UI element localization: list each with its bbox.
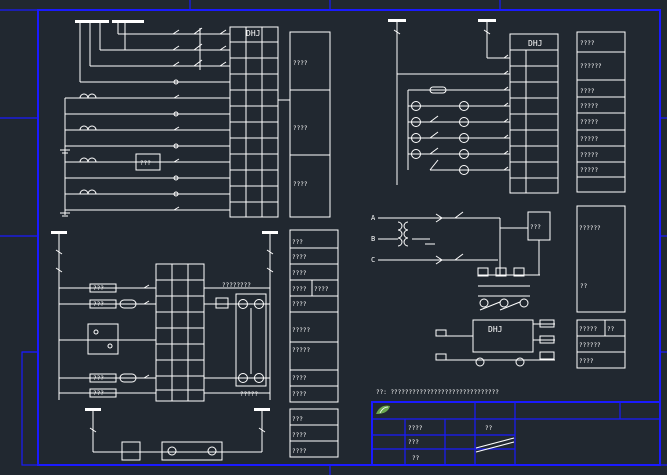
tl-col-label-3: ???? xyxy=(293,181,308,188)
bl-top-label: ???????? xyxy=(222,282,251,289)
top-right-circuit: DHJ ???? ?????? ???? ????? ????? ????? ?… xyxy=(388,19,626,194)
bottom-left-circuit: ??? ??? ??? ??? ???????? ????? xyxy=(51,229,339,461)
bl-label-1: ??? xyxy=(93,285,104,292)
bl-col-label-6: ???? xyxy=(292,301,307,308)
tr-col-label-7: ????? xyxy=(580,152,598,159)
bl-col-label-2: ???? xyxy=(292,254,307,261)
br-col1-label-b: ?? xyxy=(580,283,588,290)
phase-b-label: B xyxy=(371,235,375,243)
top-right-relay-label: DHJ xyxy=(528,39,542,48)
tr-col-label-8: ????? xyxy=(580,167,598,174)
bl-col-label-9: ???? xyxy=(292,375,307,382)
bl-col-label-5: ???? xyxy=(314,286,329,293)
bl-col-label-7: ????? xyxy=(292,327,310,334)
tl-box-label: ??? xyxy=(140,160,151,167)
top-left-circuit: ??? DHJ ???? ???? ???? xyxy=(60,20,331,218)
tr-col-label-3: ???? xyxy=(580,88,595,95)
bl-col-label-4: ???? xyxy=(292,286,307,293)
bl-col-label-3: ???? xyxy=(292,270,307,277)
tr-col-label-5: ????? xyxy=(580,119,598,126)
br-col2-label-3: ???? xyxy=(579,358,594,365)
br-col2-label-1: ????? xyxy=(579,326,597,333)
bl-label-4: ??? xyxy=(93,390,104,397)
tr-col-label-1: ???? xyxy=(580,40,595,47)
br-col2-label-2: ?????? xyxy=(579,342,601,349)
title-block-r4: ?? xyxy=(485,425,493,432)
bl-col2-label-2: ???? xyxy=(292,432,307,439)
phase-a-label: A xyxy=(371,214,376,222)
tr-col-label-4: ????? xyxy=(580,103,598,110)
title-block-r3: ?? xyxy=(412,455,420,462)
bl-col2-label-1: ??? xyxy=(292,416,303,423)
br-box-label: ??? xyxy=(530,224,541,231)
title-block-r2: ??? xyxy=(408,439,419,446)
bl-bottom-label: ????? xyxy=(240,391,258,398)
title-block-r1: ???? xyxy=(408,425,423,432)
tl-col-label-2: ???? xyxy=(293,125,308,132)
bl-col2-label-3: ???? xyxy=(292,448,307,455)
br-col1-label-a: ?????? xyxy=(579,225,601,232)
logo-icon xyxy=(376,405,390,414)
phase-c-label: C xyxy=(371,256,375,264)
title-block: ???? ??? ?? ?? xyxy=(371,401,661,466)
bl-col-label-8: ????? xyxy=(292,347,310,354)
bl-label-2: ??? xyxy=(93,301,104,308)
bl-label-3: ??? xyxy=(93,375,104,382)
note-text: ??: ?????????????????????????????? xyxy=(376,389,499,396)
tl-col-label-1: ???? xyxy=(293,60,308,67)
top-left-relay-label: DHJ xyxy=(246,29,260,38)
bl-col-label-1: ??? xyxy=(292,239,303,246)
bl-col-label-10: ???? xyxy=(292,391,307,398)
br-col2-label-4: ?? xyxy=(607,326,615,333)
bottom-right-relay-label: DHJ xyxy=(488,325,502,334)
bottom-right-circuit: A B C ??? DHJ ?????? xyxy=(371,205,626,369)
tr-col-label-6: ????? xyxy=(580,136,598,143)
tr-col-label-2: ?????? xyxy=(580,63,602,70)
